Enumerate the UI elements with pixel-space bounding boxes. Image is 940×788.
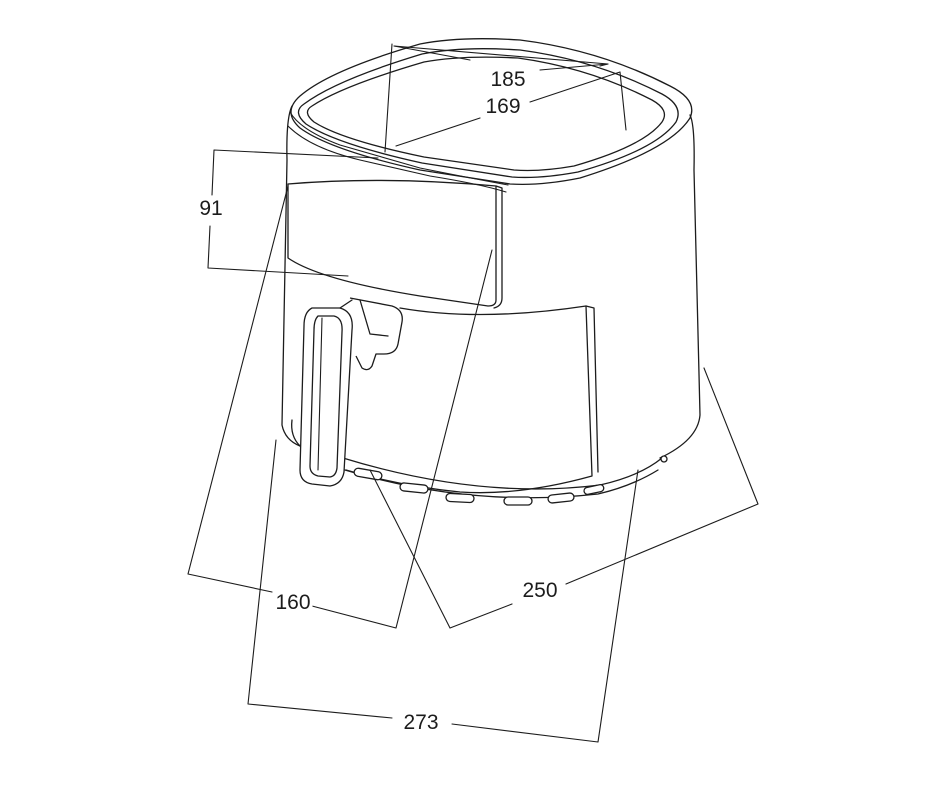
vent-slots — [353, 455, 668, 506]
dim-line-273 — [247, 439, 639, 743]
dimension-lines — [187, 43, 759, 743]
dim-label-91: 91 — [197, 197, 225, 220]
dim-line-250 — [369, 367, 759, 629]
fryer-window — [287, 179, 503, 309]
dim-label-250: 250 — [520, 579, 560, 602]
basket-handle — [299, 297, 403, 487]
fryer-lid — [287, 38, 693, 193]
dim-line-169 — [395, 71, 627, 147]
dim-line-91 — [207, 149, 379, 277]
dim-label-169: 169 — [483, 95, 523, 118]
dim-line-160 — [187, 185, 493, 629]
dim-label-160: 160 — [273, 591, 313, 614]
dim-label-185: 185 — [488, 68, 528, 91]
dim-label-273: 273 — [401, 711, 441, 734]
